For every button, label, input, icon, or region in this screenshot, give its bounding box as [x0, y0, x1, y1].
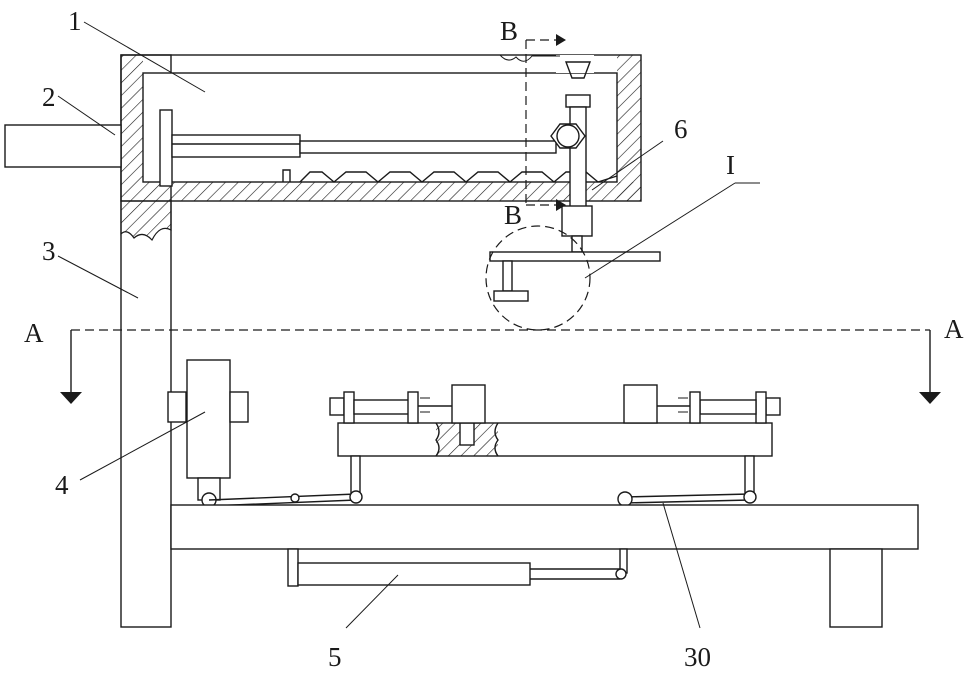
label-detail-i: I: [726, 150, 735, 180]
motor-unit: [168, 360, 248, 507]
bottom-cylinder: [288, 549, 627, 586]
label-section-b-bottom: B: [504, 200, 522, 230]
linkages: [209, 491, 756, 506]
label-5: 5: [328, 642, 342, 672]
label-3: 3: [42, 236, 56, 266]
label-section-a-left: A: [24, 318, 44, 348]
label-section-b-top: B: [500, 16, 518, 46]
detail-circle: [486, 226, 590, 330]
label-4: 4: [55, 470, 69, 500]
label-section-a-right: A: [944, 314, 964, 344]
label-2: 2: [42, 82, 56, 112]
label-6: 6: [674, 114, 688, 144]
label-30: 30: [684, 642, 711, 672]
label-1: 1: [68, 6, 82, 36]
clamp-table: [330, 385, 780, 496]
base-plate: [171, 505, 918, 627]
